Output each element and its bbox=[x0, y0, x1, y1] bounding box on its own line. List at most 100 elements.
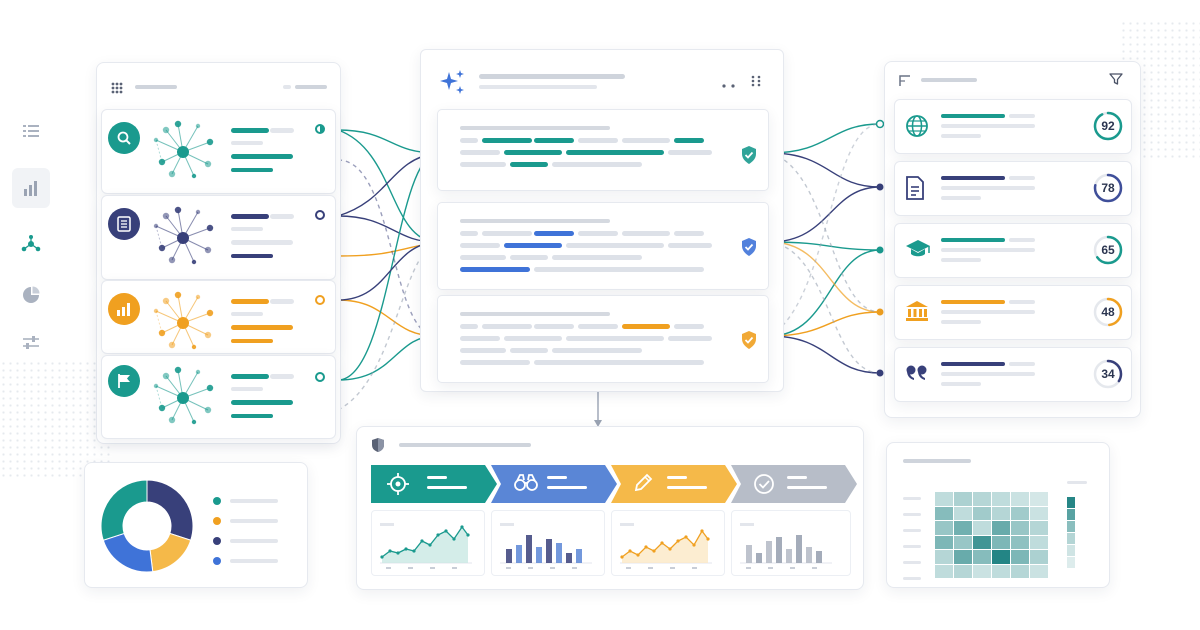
text-line-placeholder bbox=[566, 243, 664, 248]
score-ring: 34 bbox=[1093, 359, 1123, 389]
text-line-placeholder bbox=[231, 227, 263, 231]
mini-chart bbox=[491, 510, 605, 576]
donut-slice bbox=[102, 532, 154, 573]
text-line-placeholder bbox=[941, 186, 1035, 190]
source-row[interactable] bbox=[101, 355, 336, 439]
text-line-placeholder bbox=[534, 324, 574, 329]
text-line-placeholder bbox=[566, 150, 664, 155]
sidebar bbox=[8, 110, 54, 370]
text-line-placeholder bbox=[668, 336, 712, 341]
heatmap-legend-swatch bbox=[1067, 545, 1075, 556]
target-icon bbox=[387, 473, 409, 500]
score-value: 65 bbox=[1101, 243, 1115, 257]
pie-chart-icon[interactable] bbox=[14, 278, 48, 312]
text-line-placeholder bbox=[504, 336, 562, 341]
panel-title-placeholder bbox=[399, 443, 531, 447]
list-icon[interactable] bbox=[14, 114, 48, 148]
score-ring: 78 bbox=[1093, 173, 1123, 203]
heatmap-cell bbox=[935, 550, 953, 564]
heatmap-cell bbox=[935, 521, 953, 535]
text-line-placeholder bbox=[427, 476, 447, 479]
text-line-placeholder bbox=[231, 128, 269, 133]
verified-shield-icon bbox=[740, 145, 758, 170]
text-line-placeholder bbox=[460, 150, 500, 155]
grid-icon[interactable] bbox=[111, 81, 123, 99]
text-line-placeholder bbox=[230, 539, 278, 543]
heatmap-cell bbox=[1011, 506, 1029, 520]
panel-title-placeholder bbox=[135, 85, 177, 89]
text-line-placeholder bbox=[941, 196, 981, 200]
panel-title-placeholder bbox=[479, 74, 625, 79]
status-indicator bbox=[315, 295, 325, 305]
dot-pattern-left bbox=[0, 360, 110, 480]
heatmap-cell bbox=[1030, 564, 1048, 578]
finding-card[interactable] bbox=[437, 109, 769, 191]
text-line-placeholder bbox=[230, 559, 278, 563]
heatmap-cell bbox=[992, 564, 1010, 578]
text-line-placeholder bbox=[547, 476, 567, 479]
sliders-icon[interactable] bbox=[14, 326, 48, 360]
text-line-placeholder bbox=[460, 312, 610, 316]
network-graph-icon bbox=[148, 287, 218, 355]
network-graph-icon bbox=[148, 202, 218, 270]
score-ring: 48 bbox=[1093, 297, 1123, 327]
bar-chart-icon bbox=[108, 293, 140, 325]
text-line-placeholder bbox=[460, 243, 500, 248]
check-circle-icon bbox=[753, 473, 775, 500]
heatmap-legend-swatch bbox=[1067, 497, 1075, 508]
heatmap-cell bbox=[973, 521, 991, 535]
text-line-placeholder bbox=[566, 336, 664, 341]
text-line-placeholder bbox=[552, 348, 642, 353]
text-line-placeholder bbox=[552, 162, 642, 167]
text-line-placeholder bbox=[667, 476, 687, 479]
more-options-icon[interactable] bbox=[721, 76, 737, 94]
heatmap-cell bbox=[973, 492, 991, 506]
text-line-placeholder bbox=[941, 382, 981, 386]
heatmap-cell bbox=[1011, 550, 1029, 564]
text-line-placeholder bbox=[231, 254, 273, 258]
network-icon[interactable] bbox=[14, 227, 48, 261]
score-row[interactable]: 92 bbox=[894, 99, 1132, 154]
text-line-placeholder bbox=[668, 150, 712, 155]
text-line-placeholder bbox=[578, 138, 618, 143]
pipeline-step[interactable] bbox=[491, 465, 617, 503]
text-line-placeholder bbox=[1009, 300, 1035, 304]
score-row[interactable]: 34 bbox=[894, 347, 1132, 402]
score-row[interactable]: 48 bbox=[894, 285, 1132, 340]
text-line-placeholder bbox=[460, 138, 478, 143]
source-row[interactable] bbox=[101, 109, 336, 194]
source-row[interactable] bbox=[101, 195, 336, 280]
score-row[interactable]: 65 bbox=[894, 223, 1132, 278]
text-line-placeholder bbox=[534, 138, 574, 143]
text-line-placeholder bbox=[534, 267, 704, 272]
finding-card[interactable] bbox=[437, 202, 769, 290]
text-line-placeholder bbox=[667, 486, 707, 489]
globe-icon bbox=[905, 114, 929, 143]
text-line-placeholder bbox=[534, 360, 704, 365]
heatmap-legend-swatch bbox=[1067, 557, 1075, 568]
heatmap-cell bbox=[1030, 492, 1048, 506]
pipeline-step[interactable] bbox=[611, 465, 737, 503]
heatmap-cell bbox=[992, 506, 1010, 520]
heatmap-cell bbox=[973, 535, 991, 549]
network-graph-icon bbox=[148, 362, 218, 430]
filter-icon[interactable] bbox=[1109, 72, 1123, 91]
sparkle-icon bbox=[439, 70, 467, 101]
pipeline-step[interactable] bbox=[731, 465, 857, 503]
panel-action-placeholder bbox=[295, 85, 327, 89]
drag-handle-icon[interactable] bbox=[751, 74, 761, 92]
text-line-placeholder bbox=[504, 243, 562, 248]
text-line-placeholder bbox=[231, 154, 293, 159]
bar-chart-icon[interactable] bbox=[12, 168, 50, 208]
text-line-placeholder bbox=[460, 360, 530, 365]
text-line-placeholder bbox=[504, 150, 562, 155]
score-row[interactable]: 78 bbox=[894, 161, 1132, 216]
pipeline-step[interactable] bbox=[371, 465, 497, 503]
source-row[interactable] bbox=[101, 280, 336, 354]
heatmap-cell bbox=[1011, 521, 1029, 535]
score-value: 34 bbox=[1101, 367, 1115, 381]
text-line-placeholder bbox=[1009, 362, 1035, 366]
flag-icon bbox=[108, 365, 140, 397]
graduation-cap-icon bbox=[905, 238, 931, 263]
finding-card[interactable] bbox=[437, 295, 769, 383]
